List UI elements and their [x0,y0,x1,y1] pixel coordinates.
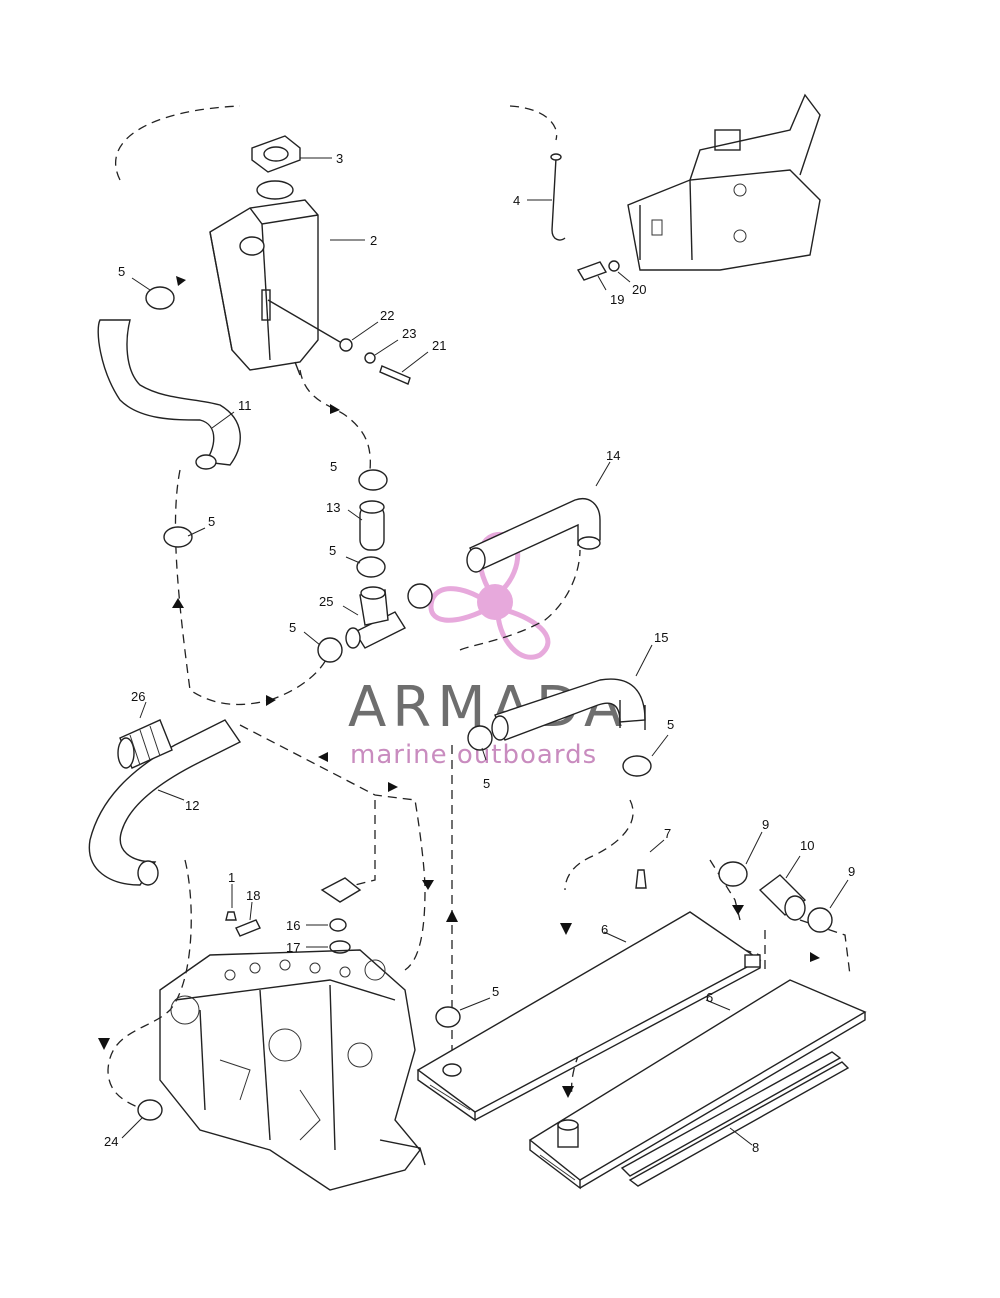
callout-1: 1 [228,870,235,885]
callout-13: 13 [326,500,340,515]
sensor-parts [225,877,362,954]
callout-5: 5 [289,620,296,635]
seal-strip-8 [620,1051,850,1187]
callout-17: 17 [286,940,300,955]
callout-4: 4 [513,193,520,208]
callout-5: 5 [330,459,337,474]
callout-5: 5 [667,717,674,732]
callout-5: 5 [118,264,125,279]
hose-14 [466,498,601,573]
hose-13 [359,500,385,551]
leader-lines [121,157,849,1146]
flow-arrows [98,276,820,1098]
coolant-reservoir [209,180,319,376]
callout-14: 14 [606,448,620,463]
coupling-10 [758,874,807,921]
callout-25: 25 [319,594,333,609]
callout-18: 18 [246,888,260,903]
hose-15 [491,678,646,741]
callout-10: 10 [800,838,814,853]
callout-16: 16 [286,918,300,933]
callout-3: 3 [336,151,343,166]
callout-22: 22 [380,308,394,323]
callout-11: 11 [238,398,252,413]
callout-9: 9 [762,817,769,832]
callout-5: 5 [208,514,215,529]
callout-9: 9 [848,864,855,879]
callout-5: 5 [329,543,336,558]
callout-6: 6 [706,990,713,1005]
reservoir-cap [251,135,301,173]
callout-24: 24 [104,1134,118,1149]
callout-2: 2 [370,233,377,248]
engine-head-assembly [550,93,821,281]
callout-6: 6 [601,922,608,937]
t-fitting-25 [345,586,407,649]
engine-block [159,949,426,1191]
bellow-26 [117,719,173,769]
callout-23: 23 [402,326,416,341]
callout-21: 21 [432,338,446,353]
hose-11 [97,319,241,470]
callout-12: 12 [185,798,199,813]
callout-26: 26 [131,689,145,704]
fasteners [267,299,411,385]
hose-clamps [137,286,833,1121]
callout-5: 5 [483,776,490,791]
heat-exchanger-upper [416,911,762,1122]
callout-8: 8 [752,1140,759,1155]
callout-15: 15 [654,630,668,645]
heat-exchanger-lower [528,979,867,1190]
callout-7: 7 [664,826,671,841]
callout-19: 19 [610,292,624,307]
callout-20: 20 [632,282,646,297]
callout-5: 5 [492,984,499,999]
callout-labels: 3 2 4 5 22 23 21 19 20 11 5 13 14 5 5 25… [104,151,855,1155]
bleed-screw-7 [635,869,647,889]
